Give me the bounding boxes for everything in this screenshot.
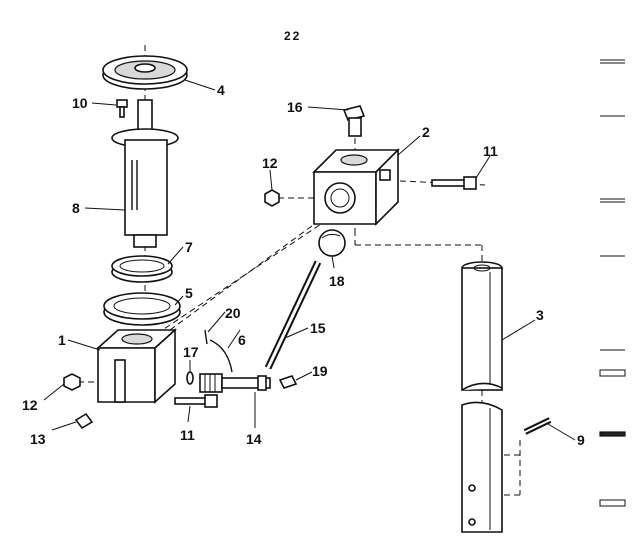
ball-part-17 (318, 229, 346, 257)
callout-8: 8 (72, 200, 80, 216)
callout-2: 2 (422, 124, 430, 140)
spring-clip-part-19 (204, 329, 208, 345)
screw-part-20 (342, 105, 366, 137)
callout-14: 14 (246, 431, 262, 447)
callout-18: 19 (312, 363, 328, 379)
callout-11-lower: 11 (180, 427, 195, 443)
nut-part-12-lower (63, 373, 81, 391)
pinion-shaft-part-14 (199, 373, 271, 393)
nut-part-12-upper (264, 189, 280, 207)
set-screw-part-13 (74, 412, 94, 430)
curved-spring-part-6 (209, 339, 233, 373)
callout-11-upper: 11 (483, 143, 498, 159)
bolt-part-9 (523, 417, 552, 435)
callout-12-lower: 12 (22, 397, 38, 413)
ring-part-5 (103, 292, 181, 326)
screw-part-10 (116, 99, 128, 118)
callout-12-upper: 12 (262, 155, 278, 171)
bolt-part-11-lower (174, 394, 218, 408)
margin-marks (599, 59, 626, 507)
callout-6: 6 (238, 332, 246, 348)
bolt-part-11-upper (431, 176, 477, 190)
callout-1: 1 (58, 332, 66, 348)
pin-part-16 (186, 371, 194, 385)
rod-part-15 (264, 260, 322, 370)
spring-ring-part-7 (111, 255, 173, 283)
spindle-housing-part-8 (111, 99, 179, 248)
callout-3: 3 (536, 307, 544, 323)
leader-lines (43, 79, 576, 441)
callout-20: 16 (287, 99, 303, 115)
callout-9: 9 (577, 432, 585, 448)
callout-4: 4 (217, 82, 225, 98)
callout-17: 18 (329, 273, 345, 289)
callout-5: 5 (185, 285, 193, 301)
callout-13: 13 (30, 431, 46, 447)
pulley-part-4 (102, 55, 188, 90)
page-number: 22 (284, 29, 301, 43)
lower-block-part-1 (95, 328, 178, 404)
callout-10: 10 (72, 95, 88, 111)
screw-part-18 (278, 375, 298, 389)
callout-labels: 4 10 8 7 5 1 12 13 11 17 6 20 14 15 19 1… (22, 82, 585, 448)
callout-19: 20 (225, 305, 241, 321)
callout-15: 15 (310, 320, 326, 336)
callout-7: 7 (185, 239, 193, 255)
upper-block-part-2 (312, 148, 400, 226)
column-tube-part-3 (461, 261, 503, 533)
callout-16: 17 (183, 344, 199, 360)
